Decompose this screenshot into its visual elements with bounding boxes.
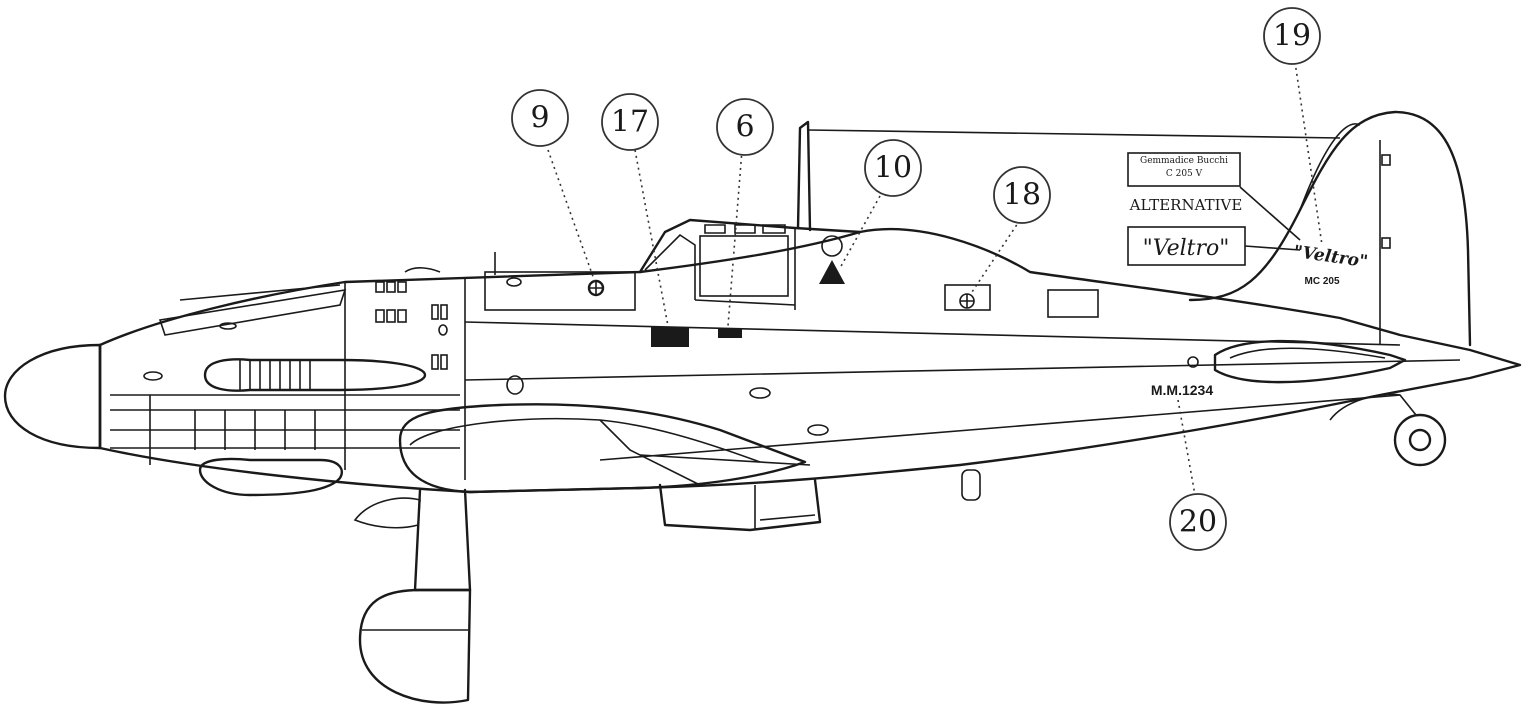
callout-17-label: 17: [611, 105, 649, 140]
serial-marking: M.M.1234: [1151, 382, 1213, 398]
alternative-label: ALTERNATIVE: [1129, 196, 1243, 214]
leader-lines: [547, 61, 1323, 496]
callout-9: 9: [511, 89, 569, 147]
callout-17: 17: [601, 93, 659, 151]
callout-18-label: 18: [1003, 178, 1041, 213]
alternative-box-text: "Veltro": [1143, 236, 1230, 261]
callout-19: 19: [1263, 7, 1321, 65]
marking-10-symbol: [819, 235, 845, 284]
tail-script-name: "Veltro": [1292, 242, 1369, 272]
callout-18: 18: [993, 166, 1051, 224]
tail-script-sub: MC 205: [1304, 276, 1339, 287]
callout-6: 6: [716, 98, 774, 156]
tail-box-line1: Gemmadice Bucchi: [1140, 156, 1228, 166]
marking-6-stencil: [718, 328, 742, 338]
callout-6-label: 6: [735, 110, 754, 145]
callout-20-label: 20: [1179, 505, 1217, 540]
tail-box: Gemmadice Bucchi C 205 V: [1127, 152, 1241, 187]
fuselage: [3, 227, 1522, 497]
callout-10-label: 10: [874, 151, 912, 186]
callout-19-label: 19: [1273, 19, 1311, 54]
canopy: [638, 120, 1341, 310]
marking-17-stencil: [651, 327, 689, 347]
tail-wheel: [961, 393, 1447, 501]
main-landing-gear: [353, 478, 822, 704]
wing: [398, 403, 811, 494]
callout-10: 10: [864, 139, 922, 197]
tail-box-line2: C 205 V: [1166, 169, 1203, 179]
callout-20: 20: [1169, 493, 1227, 551]
propeller-spinner: [3, 343, 102, 450]
alternative-box: "Veltro": [1127, 226, 1246, 266]
callout-9-label: 9: [530, 101, 549, 136]
tail-fin: [1188, 110, 1472, 347]
antenna-mast: [796, 120, 812, 232]
